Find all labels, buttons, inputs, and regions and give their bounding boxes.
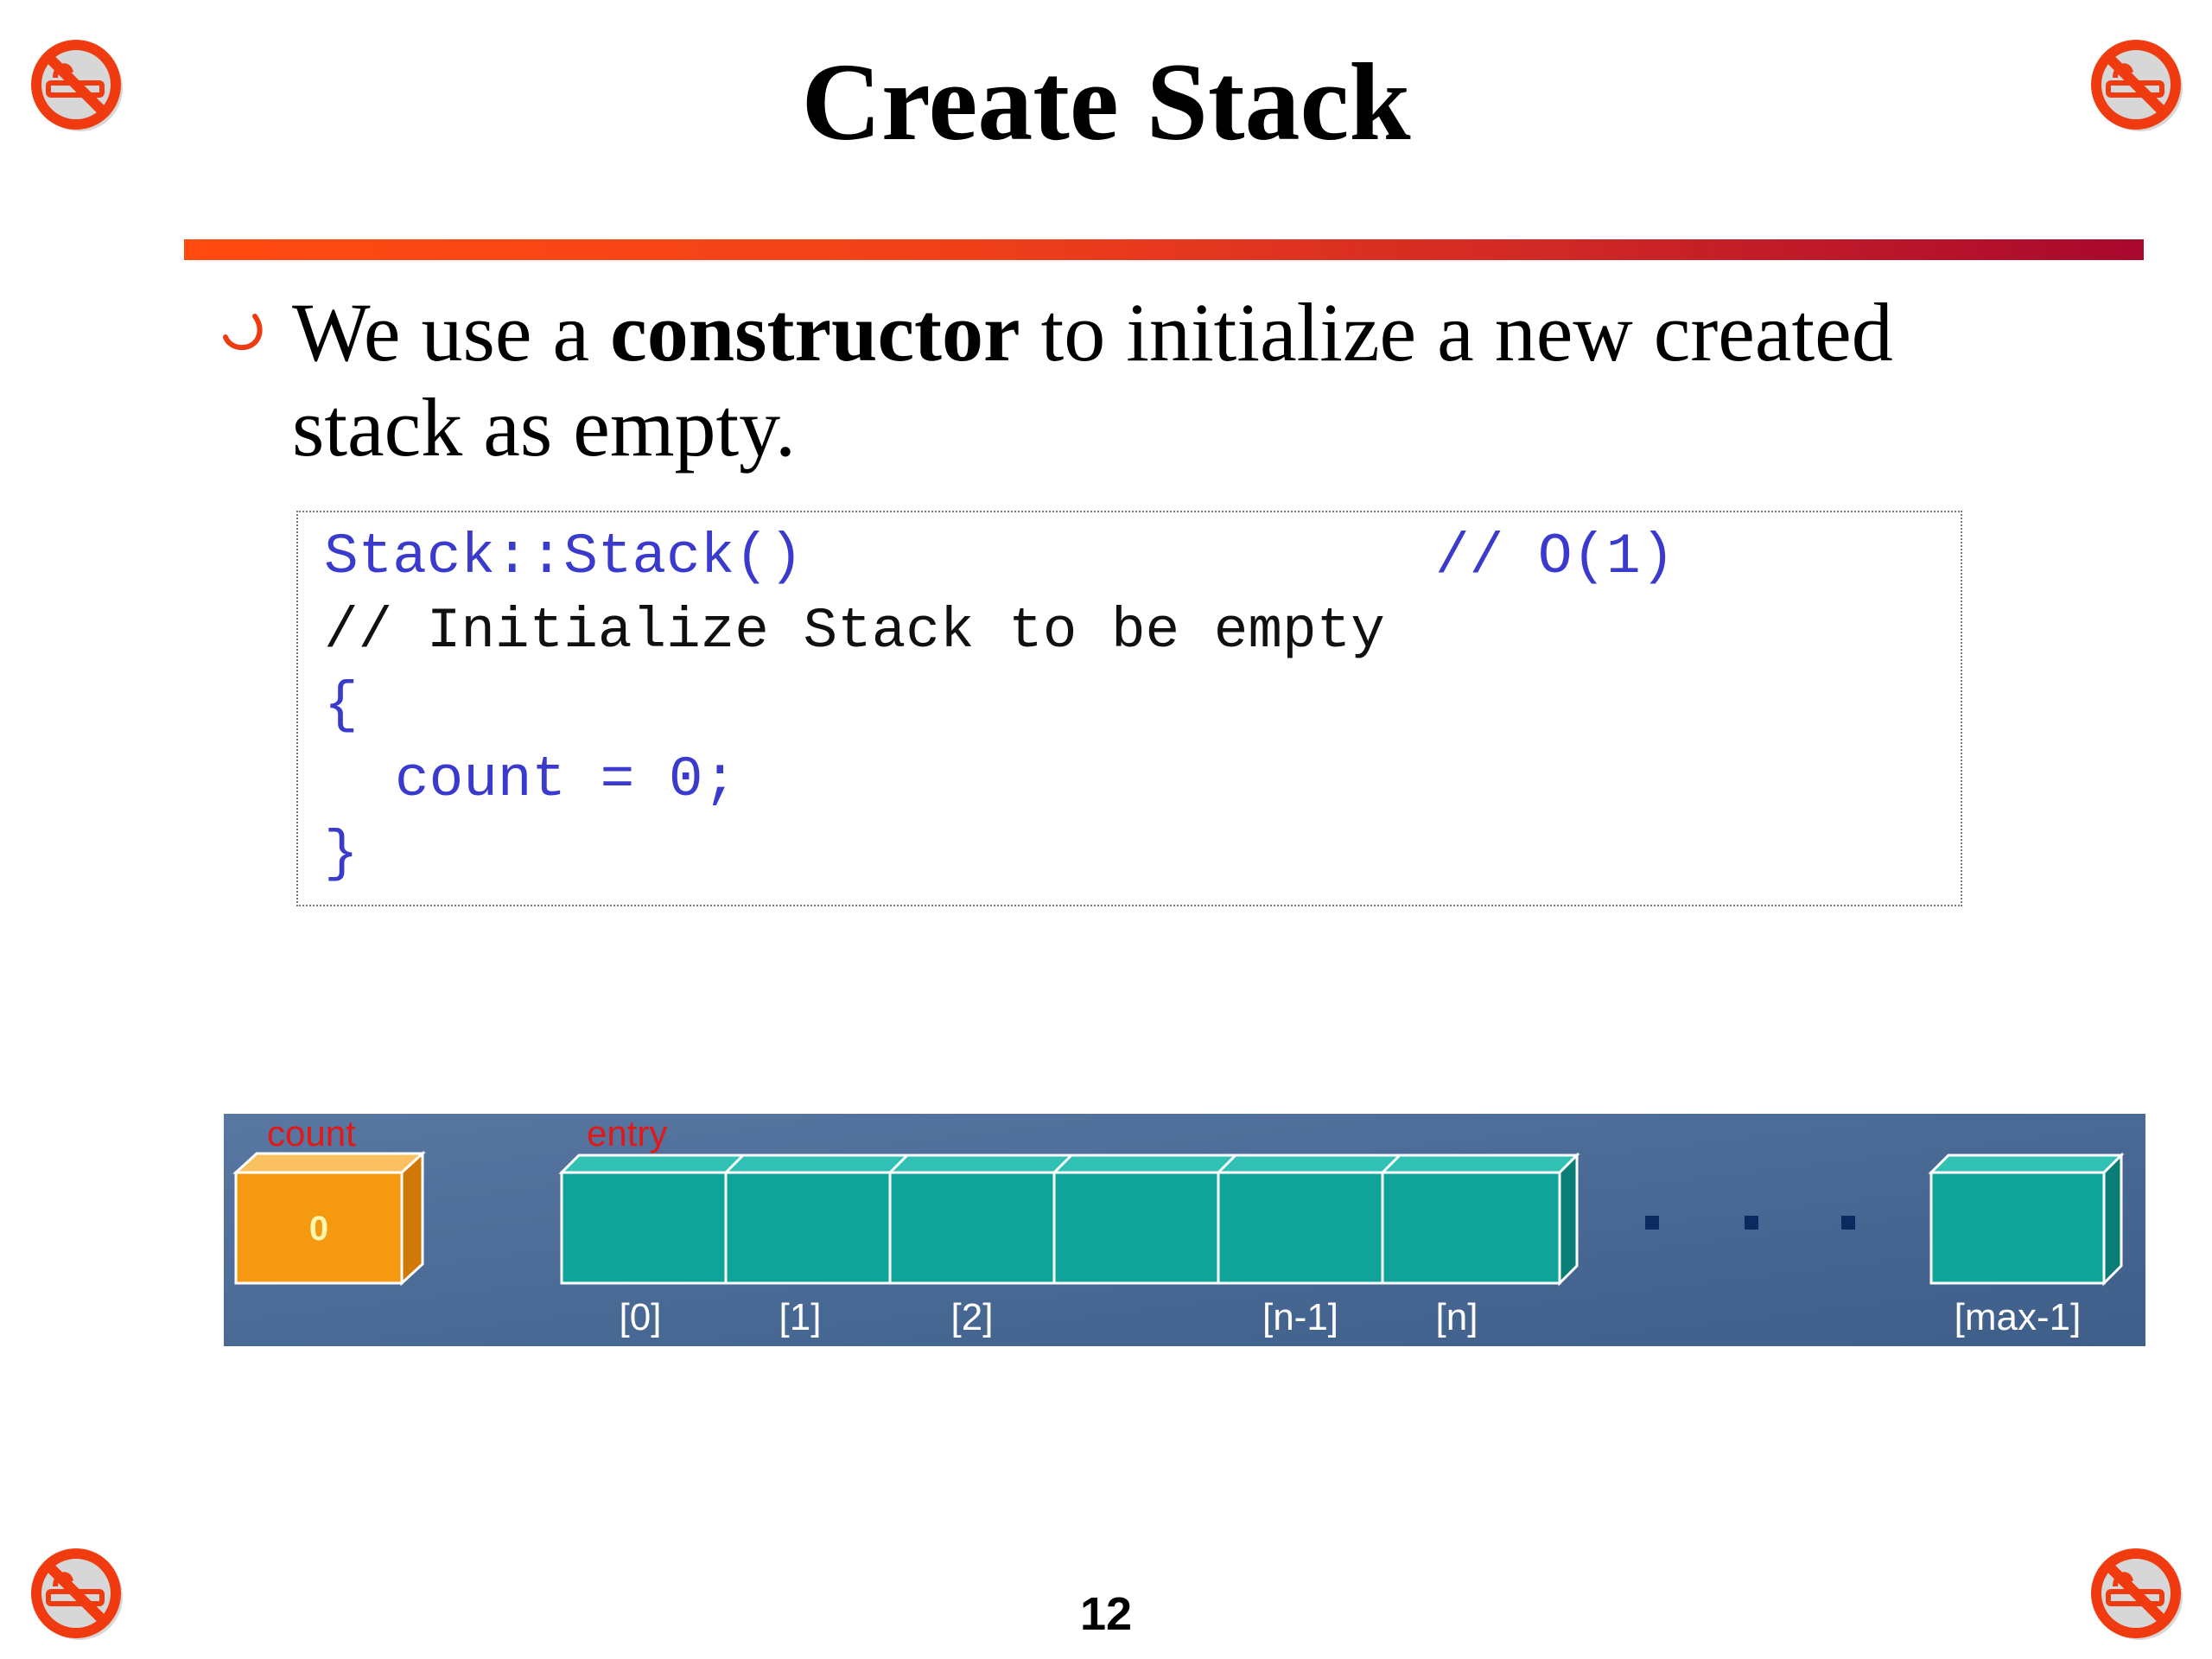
index-label: [0] <box>620 1296 662 1338</box>
entry-cell-max <box>1928 1152 2125 1287</box>
bullet-arc-icon <box>223 314 263 351</box>
entry-array <box>558 1152 1580 1287</box>
code-complexity-comment: // O(1) <box>1435 524 1675 589</box>
entry-cell <box>1217 1171 1384 1285</box>
bullet-text-before: We use a <box>292 286 611 378</box>
code-close-brace: } <box>324 822 359 887</box>
code-body-line: count = 0; <box>395 747 738 812</box>
count-box <box>232 1150 426 1287</box>
count-value: 0 <box>309 1210 328 1248</box>
code-signature: Stack::Stack() <box>324 524 804 589</box>
code-open-brace: { <box>324 673 359 738</box>
page-title: Create Stack <box>801 41 1411 163</box>
bullet-bold-word: constructor <box>610 286 1020 378</box>
entry-cell <box>560 1171 728 1285</box>
code-block: Stack::Stack() // O(1) // Initialize Sta… <box>296 511 1962 906</box>
entry-cell <box>724 1171 892 1285</box>
entry-cell <box>888 1171 1056 1285</box>
page-number: 12 <box>1079 1588 1133 1640</box>
index-label: [1] <box>779 1296 822 1338</box>
index-label: [2] <box>951 1296 994 1338</box>
bullet-text: We use a constructor to initialize a new… <box>292 285 2020 475</box>
entry-label: entry <box>587 1114 667 1154</box>
code-comment-line: // Initialize Stack to be empty <box>324 599 1385 664</box>
entry-cell <box>1381 1171 1561 1285</box>
stack-diagram: 0 count entry <box>224 1114 2145 1346</box>
count-label: count <box>267 1114 356 1154</box>
no-smoking-icon <box>31 1548 123 1640</box>
index-label: [n-1] <box>1262 1296 1338 1338</box>
index-label: [max-1] <box>1955 1296 2082 1338</box>
bullet-text-after: to initialize a new created stack as emp… <box>292 286 1893 474</box>
ellipsis-dots <box>1645 1216 1855 1230</box>
title-divider <box>184 239 2144 260</box>
no-smoking-icon <box>2091 40 2183 131</box>
no-smoking-icon <box>31 40 123 131</box>
index-label: [n] <box>1436 1296 1478 1338</box>
entry-cell <box>1052 1171 1220 1285</box>
no-smoking-icon <box>2091 1548 2183 1640</box>
